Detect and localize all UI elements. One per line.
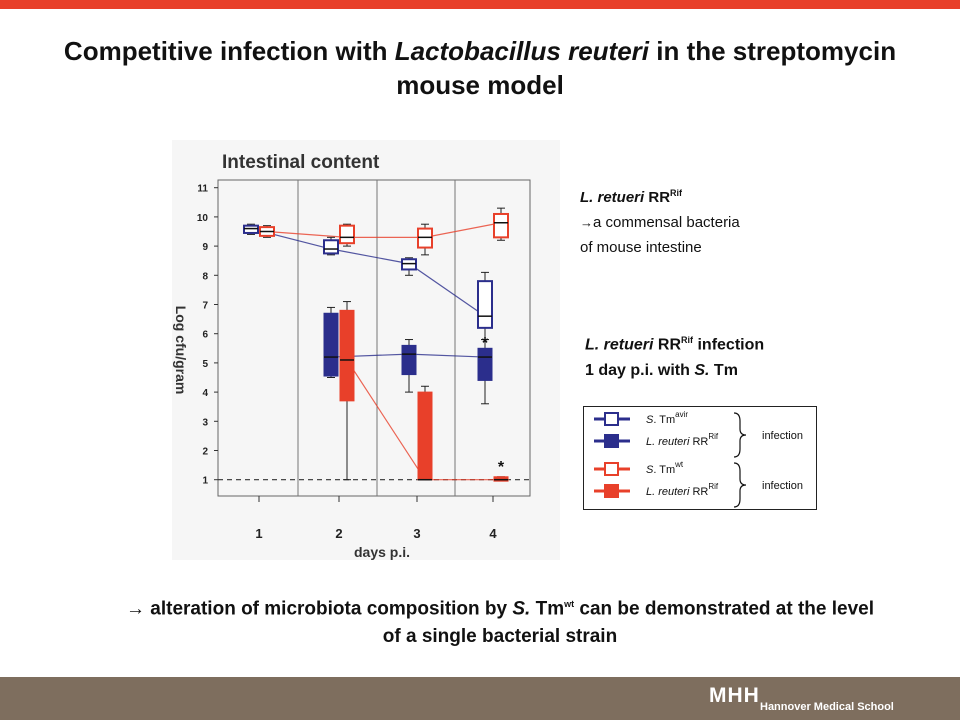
mhh-logo: MHH (709, 684, 760, 707)
y-tick-label: 5 (202, 359, 208, 370)
y-tick-label: 4 (202, 388, 208, 399)
conclusion-text: → alteration of microbiota composition b… (126, 598, 874, 648)
box-rect (477, 347, 493, 381)
school-name: Hannover Medical School (760, 701, 894, 713)
box (477, 271, 493, 341)
y-tick-label: 1 (202, 476, 208, 487)
x-tick-label: 2 (335, 526, 342, 541)
asterisks: ** (482, 335, 505, 476)
legend-item: S. Tmavir (594, 410, 688, 426)
y-tick-label: 11 (197, 184, 208, 195)
box-rect (401, 344, 417, 376)
asterisk-mark: * (498, 459, 505, 476)
y-tick-label: 2 (202, 447, 208, 458)
slide-title: Competitive infection with Lactobacillus… (63, 36, 897, 100)
y-tick-label: 7 (202, 301, 208, 312)
note1-line3: of mouse intestine (580, 239, 702, 256)
legend-label: L. reuteri RRRif (646, 482, 719, 498)
asterisk-mark: * (482, 335, 489, 352)
footer-bar (0, 677, 960, 720)
box (493, 476, 509, 482)
legend-brace-2 (733, 462, 747, 508)
y-tick-label: 10 (197, 213, 209, 224)
x-axis-label: days p.i. (354, 544, 410, 560)
box (417, 223, 433, 256)
box (323, 236, 339, 256)
note1-line2: →a commensal bacteria (580, 214, 740, 231)
y-tick-label: 3 (202, 417, 208, 428)
box (323, 306, 339, 378)
note-infection: L. retueri RRRif infection 1 day p.i. wi… (585, 327, 764, 384)
legend-label: L. reuteri RRRif (646, 432, 719, 448)
chart-background (172, 140, 560, 560)
note1-heading: L. retueri RRRif (580, 188, 683, 206)
box (477, 339, 493, 405)
note2-line1: L. retueri RRRif infection (585, 335, 765, 354)
box-rect (339, 224, 355, 245)
top-accent-bar (0, 0, 960, 9)
legend-label: S. Tmwt (646, 460, 684, 476)
note-commensal: L. retueri RRRif →a commensal bacteria o… (580, 181, 740, 260)
box (339, 223, 355, 247)
box-rect (477, 280, 493, 329)
legend-swatch (604, 462, 619, 476)
box (493, 207, 509, 241)
box (417, 385, 433, 481)
legend-swatch (604, 484, 619, 498)
series-line (250, 227, 486, 317)
box-rect (323, 312, 339, 377)
box (243, 223, 259, 235)
legend-item: L. reuteri RRRif (594, 432, 719, 448)
legend-group1-label: infection (762, 430, 803, 442)
legend-item: L. reuteri RRRif (594, 482, 719, 498)
box-rect (493, 212, 509, 239)
box (401, 257, 417, 276)
legend-group2-label: infection (762, 480, 803, 492)
box (259, 225, 275, 238)
legend-brace-1 (733, 412, 747, 458)
legend-item: S. Tmwt (594, 460, 684, 476)
series-line (266, 222, 502, 238)
x-tick-label: 4 (489, 526, 497, 541)
chart-frame (217, 179, 531, 497)
legend: S. Tmavir L. reuteri RRRif S. Tmwt L. reute… (583, 406, 817, 510)
y-tick-label: 9 (202, 242, 208, 253)
boxes (243, 207, 509, 482)
box-rect (417, 391, 433, 481)
plot-frame (217, 179, 531, 497)
chart-title: Intestinal content (222, 152, 380, 173)
y-tick-label: 8 (202, 271, 208, 282)
box-rect (339, 309, 355, 402)
box-rect (323, 239, 339, 255)
y-tick-label: 6 (202, 330, 208, 341)
arrow-icon: → (580, 215, 593, 230)
x-tick-label: 3 (413, 526, 420, 541)
legend-svg: S. Tmavir L. reuteri RRRif S. Tmwt L. reute… (594, 410, 803, 508)
box (339, 301, 355, 481)
box (401, 339, 417, 393)
legend-swatch (604, 412, 619, 426)
legend-swatch (604, 434, 619, 448)
note2-line2: 1 day p.i. with S. Tm (585, 362, 738, 380)
x-tick-label: 1 (255, 526, 262, 541)
legend-label: S. Tmavir (646, 410, 688, 426)
y-axis-label: Log cfu/gram (173, 306, 189, 395)
arrow-icon: → (126, 598, 145, 620)
